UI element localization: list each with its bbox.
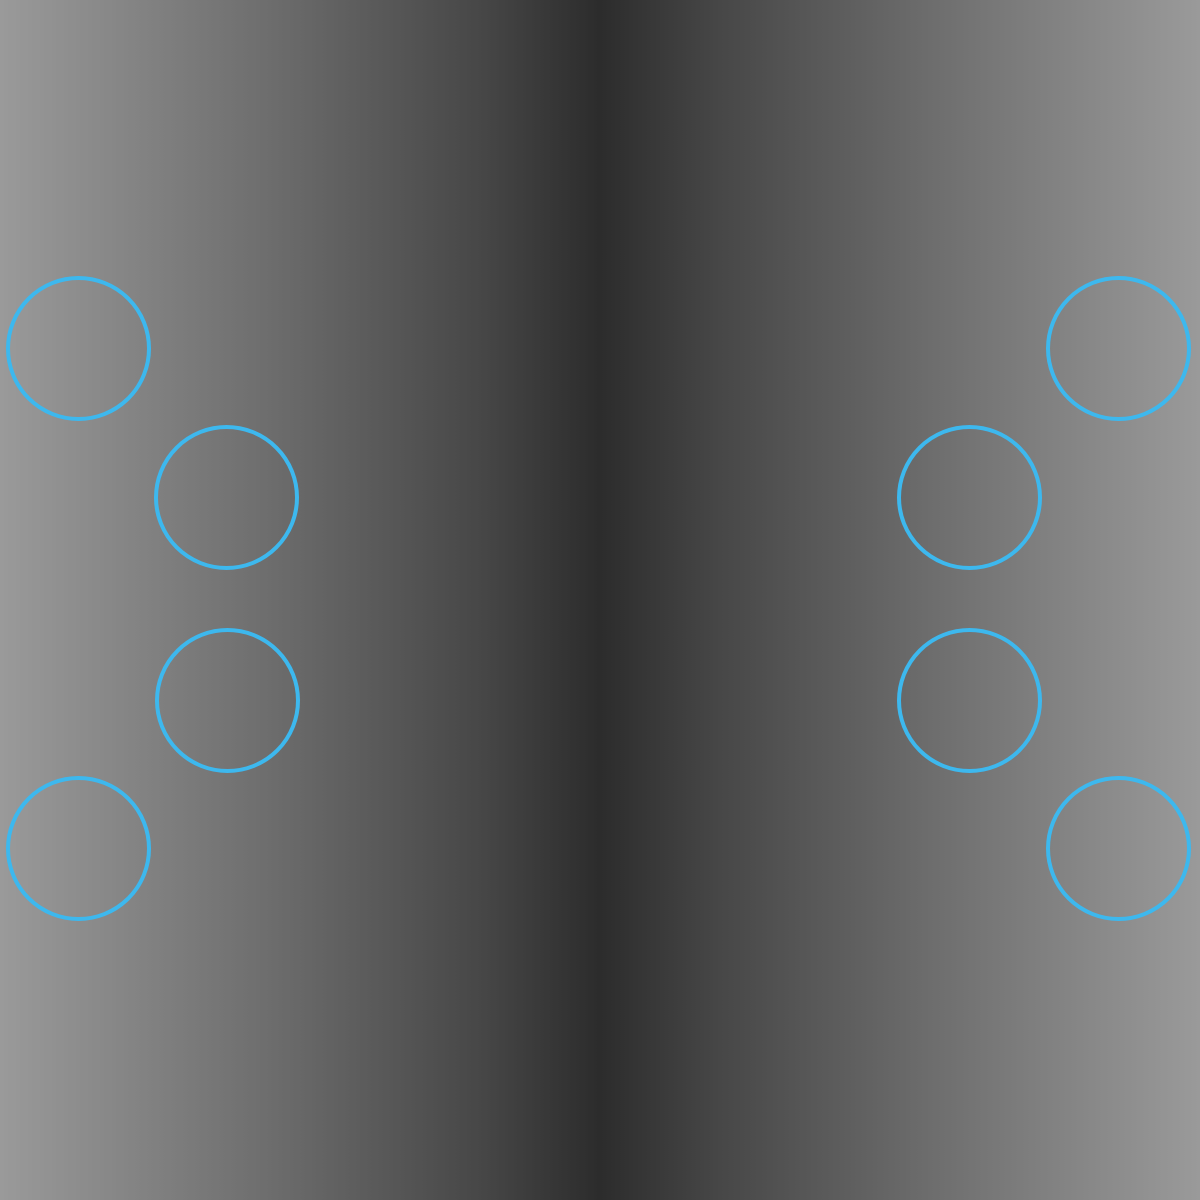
ring-right-inner-top [897,425,1042,570]
ring-right-outer-top [1046,276,1191,421]
ring-left-outer-top [6,276,151,421]
ring-right-inner-bottom [897,628,1042,773]
ring-left-outer-bottom [6,776,151,921]
ring-right-outer-bottom [1046,776,1191,921]
ring-left-inner-bottom [155,628,300,773]
ring-left-inner-top [154,425,299,570]
